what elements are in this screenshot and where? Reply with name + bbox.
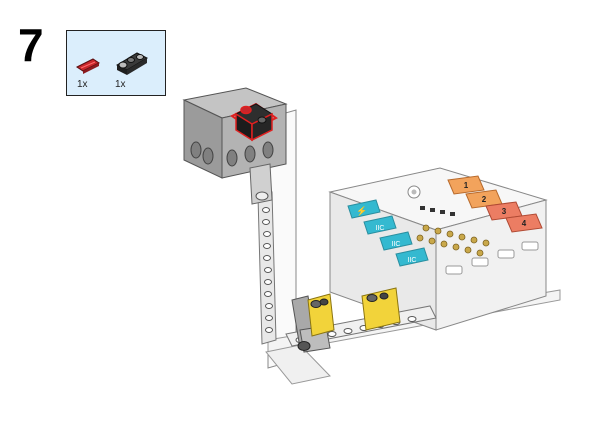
motor-port-label: 3 (502, 207, 507, 216)
step-number: 7 (18, 19, 44, 71)
i2c-port-label: IIC (376, 225, 385, 232)
motor-port-label: 4 (522, 219, 527, 228)
yellow-beam-right (361, 287, 401, 331)
i2c-ports: ⚡ IIC IIC IIC (347, 199, 429, 267)
controller-board (328, 167, 548, 331)
highlighted-connector (230, 102, 278, 142)
black-beam-connector-icon (115, 52, 149, 75)
power-port-icon: ⚡ (356, 205, 367, 217)
i2c-port-label: IIC (392, 241, 401, 248)
yellow-beam-left (307, 293, 335, 337)
parts-callout-art (76, 52, 149, 75)
motor-port-label: 1 (464, 181, 469, 190)
servo-motor (182, 87, 288, 205)
motor-port-label: 2 (482, 195, 487, 204)
i2c-port-label: IIC (408, 257, 417, 264)
parts-callout: 1x 1x (66, 30, 166, 96)
motor-ports: 1 2 3 4 (447, 175, 543, 233)
part-quantity-axle: 1x (77, 79, 88, 90)
red-axle-icon (76, 58, 100, 74)
part-quantity-connector: 1x (115, 79, 126, 90)
